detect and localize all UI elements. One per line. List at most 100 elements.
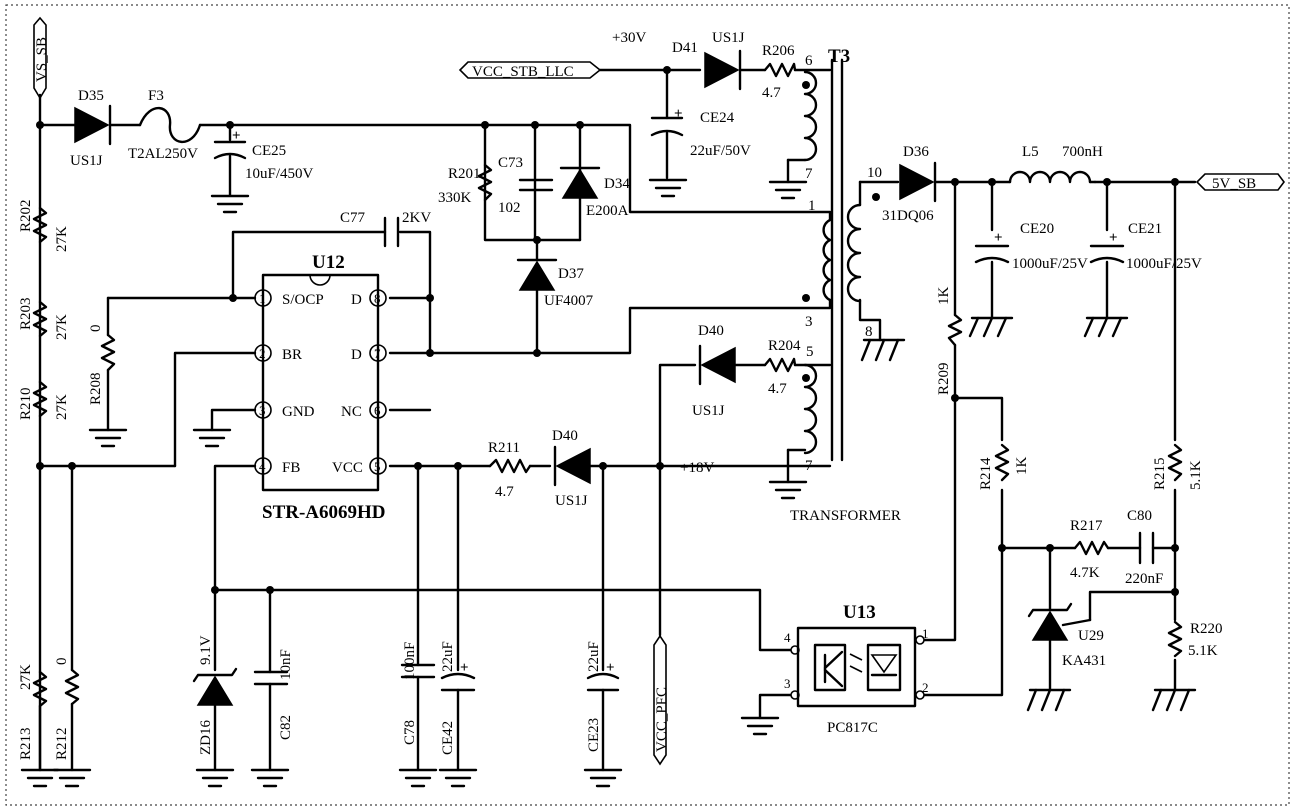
svg-text:8: 8 [865,324,873,340]
svg-text:TRANSFORMER: TRANSFORMER [790,508,901,524]
svg-text:0: 0 [88,325,104,333]
svg-text:D40: D40 [698,323,724,339]
svg-text:UF4007: UF4007 [544,293,594,309]
svg-text:5.1K: 5.1K [1188,460,1204,490]
svg-text:4.7: 4.7 [495,484,514,500]
svg-text:PC817C: PC817C [827,720,878,736]
frame [5,4,1290,806]
svg-text:0: 0 [54,658,70,666]
net-18v-label: +18V [680,460,714,476]
net-vcc-stb-llc: VCC_STB_LLC [458,61,602,80]
svg-text:1000uF/25V: 1000uF/25V [1126,256,1202,272]
svg-text:102: 102 [498,200,521,216]
svg-text:22uF: 22uF [586,641,602,672]
svg-text:31DQ06: 31DQ06 [882,208,934,224]
svg-text:T3: T3 [828,46,850,67]
svg-text:7: 7 [805,166,813,182]
u12-pins-left: 1 2 3 4 S/OCP BR GND FB [254,289,324,476]
svg-text:CE23: CE23 [586,718,602,752]
svg-text:R213: R213 [18,727,34,760]
svg-text:R212: R212 [54,727,70,760]
svg-text:R217: R217 [1070,518,1103,534]
svg-text:BR: BR [282,347,302,363]
svg-text:1000uF/25V: 1000uF/25V [1012,256,1088,272]
net-5v-sb-label: 5V_SB [1212,176,1256,192]
svg-text:+: + [1109,230,1118,246]
fuse-f3: F3 T2AL250V [128,88,202,162]
svg-text:CE25: CE25 [252,143,286,159]
svg-text:3: 3 [784,676,791,691]
net-30v-label: +30V [612,30,646,46]
svg-text:VCC: VCC [332,460,363,476]
svg-text:27K: 27K [54,314,70,340]
net-vcc-stb-llc-label: VCC_STB_LLC [472,64,574,80]
svg-text:D37: D37 [558,266,584,282]
svg-text:D41: D41 [672,40,698,56]
svg-text:S/OCP: S/OCP [282,292,324,308]
svg-text:22uF/50V: 22uF/50V [690,143,751,159]
zener-zd16: 9.1V ZD16 [192,635,238,772]
svg-text:R203: R203 [18,297,34,330]
svg-text:+: + [606,660,615,676]
svg-text:CE21: CE21 [1128,221,1162,237]
svg-text:9.1V: 9.1V [198,635,214,665]
net-vs-sb: VS_SB [33,16,50,100]
svg-text:7: 7 [805,458,813,474]
svg-text:STR-A6069HD: STR-A6069HD [262,502,386,523]
svg-text:R220: R220 [1190,621,1223,637]
svg-text:+: + [674,106,683,122]
svg-text:D: D [351,347,362,363]
diode-d40-lower: D40 US1J [552,428,591,509]
svg-text:10uF/450V: 10uF/450V [245,166,314,182]
svg-text:D40: D40 [552,428,578,444]
svg-text:5: 5 [374,459,381,474]
u12-pins-right: 8 7 6 5 D D NC VCC [332,289,387,476]
svg-text:27K: 27K [54,226,70,252]
net-vs-sb-label: VS_SB [34,37,50,82]
svg-text:700nH: 700nH [1062,144,1103,160]
svg-text:R208: R208 [88,372,104,405]
svg-text:1: 1 [808,198,816,214]
svg-text:4.7: 4.7 [768,381,787,397]
svg-text:R210: R210 [18,387,34,420]
svg-text:U13: U13 [843,602,876,623]
svg-text:R209: R209 [936,362,952,395]
svg-text:2KV: 2KV [402,210,431,226]
svg-text:4: 4 [784,630,791,645]
svg-text:2: 2 [922,680,929,695]
svg-text:220nF: 220nF [1125,571,1163,587]
inductor-l5: L5 700nH [1008,144,1103,184]
net-vcc-pfc-label: VCC_PFC [654,687,670,752]
svg-text:4: 4 [259,459,266,474]
svg-text:3: 3 [805,314,813,330]
svg-text:C77: C77 [340,210,366,226]
diode-d40-upper: D40 US1J [692,323,736,419]
svg-text:22uF: 22uF [440,641,456,672]
diode-d35: D35 US1J [70,88,112,169]
svg-text:10nF: 10nF [278,649,294,680]
svg-text:US1J: US1J [555,493,588,509]
svg-text:6: 6 [805,53,813,69]
svg-text:+: + [232,128,241,144]
svg-text:27K: 27K [54,394,70,420]
net-vcc-pfc: VCC_PFC [653,634,670,766]
svg-text:8: 8 [374,291,381,306]
svg-text:R206: R206 [762,43,795,59]
svg-text:D36: D36 [903,144,929,160]
diode-d34: D34 E200A [559,166,630,219]
svg-text:C78: C78 [402,720,418,745]
junctions [36,66,1179,596]
svg-text:US1J: US1J [70,153,103,169]
svg-text:330K: 330K [438,190,472,206]
svg-text:C82: C82 [278,715,294,740]
wires [38,68,1197,772]
svg-text:R214: R214 [978,457,994,490]
svg-text:FB: FB [282,460,300,476]
svg-text:ZD16: ZD16 [198,720,214,755]
svg-text:5.1K: 5.1K [1188,643,1218,659]
svg-text:100nF: 100nF [402,642,418,680]
svg-text:CE24: CE24 [700,110,735,126]
svg-text:KA431: KA431 [1062,653,1106,669]
svg-text:CE20: CE20 [1020,221,1054,237]
